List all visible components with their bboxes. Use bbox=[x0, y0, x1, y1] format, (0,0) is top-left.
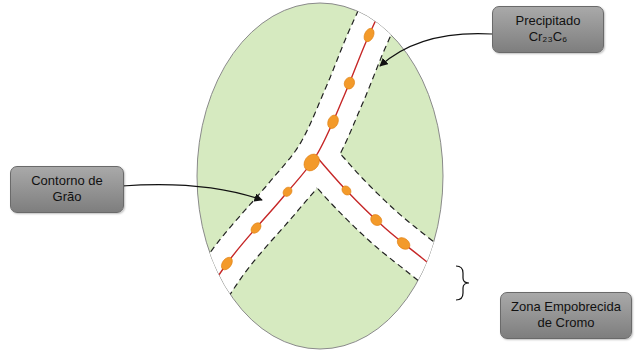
callout-text: Zona Empobrecida de Cromo bbox=[509, 299, 623, 332]
precipitate bbox=[429, 262, 444, 277]
callout-text: Contorno de Grão bbox=[19, 173, 115, 206]
precipitate bbox=[326, 113, 341, 130]
precipitate bbox=[281, 185, 294, 198]
zone-border bbox=[197, 188, 317, 348]
zone-border bbox=[163, 0, 370, 328]
precipitate bbox=[343, 76, 357, 91]
depleted-zone bbox=[316, 156, 470, 296]
precipitate bbox=[340, 184, 353, 197]
leader-line bbox=[380, 34, 492, 66]
depleted-zone bbox=[180, 0, 388, 338]
grain-boundary bbox=[180, 0, 388, 338]
bracket bbox=[456, 266, 469, 300]
callout-text: Precipitado Cr₂₃C₆ bbox=[501, 13, 595, 46]
callout-box: Zona Empobrecida de Cromo bbox=[500, 292, 632, 339]
guide-path bbox=[316, 156, 470, 296]
precipitate bbox=[395, 235, 412, 252]
precipitate bbox=[362, 27, 376, 43]
precipitate bbox=[368, 212, 384, 227]
callout-box: Precipitado Cr₂₃C₆ bbox=[492, 6, 604, 53]
grain-boundary bbox=[316, 156, 470, 296]
zone-border bbox=[318, 189, 457, 311]
precipitate bbox=[301, 151, 323, 174]
guide-path bbox=[180, 0, 388, 338]
precipitate bbox=[219, 255, 234, 272]
zone-border bbox=[342, 155, 482, 280]
callout-box: Contorno de Grão bbox=[10, 166, 124, 213]
leader-line bbox=[122, 185, 262, 200]
grain-boundary-group bbox=[163, 0, 482, 348]
precipitate bbox=[249, 221, 263, 235]
